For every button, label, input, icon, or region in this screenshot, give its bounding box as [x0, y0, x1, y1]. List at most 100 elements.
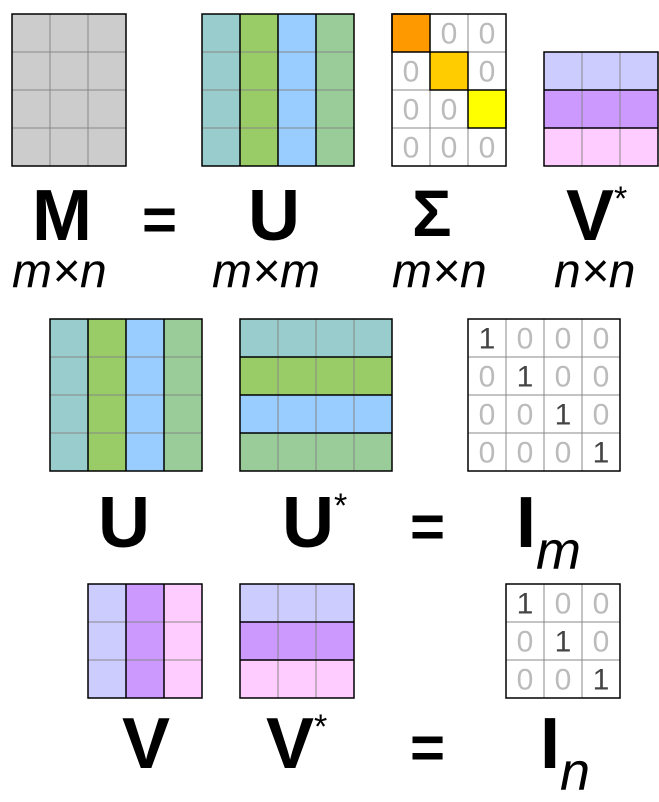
matrix-vstar-cell: [620, 128, 658, 166]
identity-m-entry: 0: [555, 361, 572, 394]
identity-m-entry: 0: [479, 399, 496, 432]
identity-m-cell: [582, 319, 620, 357]
matrix-u-2-cell: [50, 433, 88, 471]
matrix-sigma-cell: [430, 52, 468, 90]
matrix-vstar-2-cell: [316, 622, 354, 660]
matrix-u-cell: [240, 52, 278, 90]
vstar2-letter: V: [266, 704, 315, 784]
identity-m-cell: [468, 357, 506, 395]
matrix-ustar-cell: [354, 433, 392, 471]
matrix-vstar-symbol-2: V*: [266, 708, 327, 780]
identity-m-entry: 0: [517, 437, 534, 470]
matrix-vstar-2-cell: [316, 584, 354, 622]
matrix-ustar-cell: [278, 433, 316, 471]
matrix-v-cell: [164, 584, 202, 622]
matrix-vstar-cell: [582, 128, 620, 166]
matrix-u-2: [49, 318, 203, 472]
matrix-m-cell: [50, 90, 88, 128]
matrix-vstar-symbol: V*: [566, 180, 627, 252]
matrix-vstar-2-cell: [278, 622, 316, 660]
matrix-m-cell: [50, 52, 88, 90]
identity-m-cell: [582, 433, 620, 471]
matrix-ustar-cell: [240, 433, 278, 471]
identity-m-cell: [468, 319, 506, 357]
identity-n-entry: 1: [555, 626, 572, 659]
matrix-u-2-cell: [88, 395, 126, 433]
matrix-ustar-cell: [316, 319, 354, 357]
matrix-sigma-cell: [468, 128, 506, 166]
identity-n-letter: I: [540, 704, 561, 784]
matrix-vstar-cell: [544, 90, 582, 128]
identity-m-cell: [506, 433, 544, 471]
matrix-vstar-2: [239, 583, 355, 699]
matrix-vstar-2-cell: [240, 660, 278, 698]
matrix-v-cell: [88, 584, 126, 622]
matrix-u-border: [201, 13, 355, 167]
matrix-u-2-cell: [88, 319, 126, 357]
matrix-vstar: [543, 51, 659, 167]
identity-m-entry: 1: [517, 361, 534, 394]
matrix-ustar-cell: [354, 357, 392, 395]
matrix-ustar-cell: [316, 395, 354, 433]
identity-m-entry: 0: [593, 361, 610, 394]
matrix-u-symbol: U: [248, 176, 300, 256]
matrix-v-border: [87, 583, 203, 699]
equals-sign-1: =: [142, 186, 178, 253]
matrix-u-2-cell: [88, 433, 126, 471]
matrix-u-cell: [316, 128, 354, 166]
equals-sign-2: =: [410, 493, 446, 560]
identity-m-cell: [506, 319, 544, 357]
identity-m-entry: 0: [517, 399, 534, 432]
matrix-u-cell: [240, 14, 278, 52]
matrix-ustar-cell: [316, 433, 354, 471]
identity-n-entry: 1: [593, 664, 610, 697]
matrix-vstar-cell: [544, 52, 582, 90]
identity-n-border: [505, 583, 621, 699]
matrix-v-cell: [164, 622, 202, 660]
matrix-sigma-cell: [392, 90, 430, 128]
matrix-u-cell: [202, 14, 240, 52]
identity-m-entry: 0: [479, 361, 496, 394]
identity-n-cell: [506, 660, 544, 698]
matrix-sigma-symbol: Σ: [412, 176, 452, 250]
matrix-vstar-2-border: [239, 583, 355, 699]
matrix-u-cell: [278, 14, 316, 52]
identity-m-entry: 0: [593, 399, 610, 432]
matrix-u-cell: [202, 128, 240, 166]
matrix-vstar-2-cell: [240, 622, 278, 660]
matrix-v: [87, 583, 203, 699]
matrix-u-cell: [316, 14, 354, 52]
identity-n-entry: 0: [517, 626, 534, 659]
matrix-u-2-cell: [164, 319, 202, 357]
matrix-v-cell: [88, 660, 126, 698]
matrix-v-cell: [164, 660, 202, 698]
identity-m-entry: 0: [593, 323, 610, 356]
identity-n-entry: 0: [555, 664, 572, 697]
identity-m-entry: 0: [555, 437, 572, 470]
matrix-m-symbol: M: [32, 176, 92, 256]
matrix-vstar-cell: [620, 90, 658, 128]
matrix-v-cell: [88, 622, 126, 660]
matrix-u-cell: [278, 128, 316, 166]
identity-m-cell: [506, 395, 544, 433]
matrix-m-cell: [12, 90, 50, 128]
matrix-vstar-2-cell: [278, 584, 316, 622]
matrix-sigma-cell: [430, 14, 468, 52]
matrix-m-cell: [88, 52, 126, 90]
matrix-m: [11, 13, 127, 167]
matrix-sigma-cell: [392, 52, 430, 90]
vstar-letter: V: [566, 176, 615, 256]
matrix-sigma-entry: 0: [403, 56, 420, 89]
identity-n-cell: [544, 584, 582, 622]
identity-n-entry: 0: [593, 626, 610, 659]
matrix-m-cell: [12, 14, 50, 52]
identity-n-cell: [544, 660, 582, 698]
identity-m-cell: [468, 433, 506, 471]
matrix-m-cell: [50, 128, 88, 166]
matrix-sigma-cell: [392, 128, 430, 166]
matrix-u-cell: [202, 52, 240, 90]
matrix-sigma-entry: 0: [403, 94, 420, 127]
